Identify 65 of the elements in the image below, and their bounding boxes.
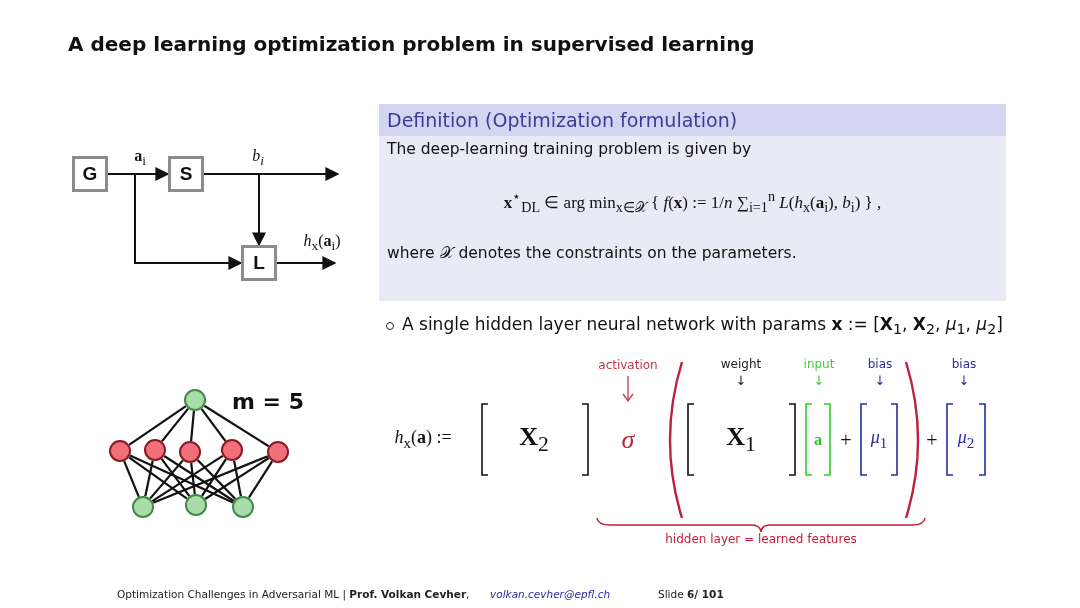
down-arrow-glyph: ↓ bbox=[958, 373, 970, 389]
bullet-text: A single hidden layer neural network with params x := [X$_{1}$, X$_{2}$, μ$_{1}$, μ$_{2}$] bbox=[402, 314, 1003, 338]
neuron-circle bbox=[267, 441, 289, 463]
footer-text: Optimization Challenges in Adversarial ML | Prof. Volkan Cevher, bbox=[117, 589, 470, 601]
definition-heading: Definition (Optimization formulation) bbox=[379, 104, 1006, 136]
connection-line bbox=[247, 460, 274, 499]
connection-line bbox=[203, 404, 270, 448]
connection-line bbox=[149, 459, 184, 500]
annotation: bias bbox=[951, 358, 977, 372]
connection-line bbox=[190, 462, 196, 495]
neuron-circle bbox=[132, 496, 154, 518]
annotation: bias bbox=[867, 358, 893, 372]
connection-line bbox=[151, 454, 224, 503]
math-term: μ$_{1}$ bbox=[870, 428, 888, 452]
brace-label: hidden layer = learned features bbox=[665, 533, 857, 547]
neuron-circle bbox=[144, 439, 166, 461]
block-box: S bbox=[168, 156, 204, 192]
neuron-circle bbox=[232, 496, 254, 518]
connection-line bbox=[201, 458, 227, 497]
connection-line bbox=[200, 408, 227, 442]
connection-line bbox=[190, 410, 195, 442]
connection-line bbox=[129, 454, 234, 504]
definition-box bbox=[379, 104, 1006, 301]
connection-line bbox=[161, 407, 189, 443]
math-term: X$_{2}$ bbox=[519, 423, 549, 457]
connection-line bbox=[128, 456, 188, 500]
definition-text: where 𝒳 denotes the constraints on the parameters. bbox=[387, 244, 798, 263]
math-symbol: σ bbox=[621, 425, 635, 455]
connection-line bbox=[123, 460, 140, 498]
annotation: activation bbox=[598, 359, 658, 373]
down-arrow-glyph: ↓ bbox=[813, 373, 825, 389]
down-arrow-glyph: ↓ bbox=[735, 373, 747, 389]
down-arrow-glyph: ↓ bbox=[874, 373, 886, 389]
neuron-circle bbox=[221, 439, 243, 461]
block-box: L bbox=[241, 245, 277, 281]
definition-text: The deep-learning training problem is given by bbox=[387, 140, 753, 158]
arrow bbox=[107, 173, 243, 270]
math-operator: + bbox=[840, 429, 852, 451]
math-term: μ$_{2}$ bbox=[957, 428, 975, 452]
neuron-circle bbox=[184, 389, 206, 411]
slide-title: A deep learning optimization problem in supervised learning bbox=[68, 32, 755, 56]
formula: x$^{⋆}$$_{DL}$ ∈ arg min$_{x∈𝒳}$ { f(x) := 1/n ∑$_{i=1}$$^{n}$ L(h$_{x}$(a$_{i}$), b$_{i}$) } , bbox=[502, 188, 883, 217]
connection-line bbox=[128, 405, 187, 446]
connection-line bbox=[163, 455, 235, 502]
connection-line bbox=[144, 460, 154, 497]
math-term: a bbox=[814, 431, 822, 449]
neuron-circle bbox=[109, 440, 131, 462]
arrow bbox=[203, 173, 266, 247]
annotation: m = 5 bbox=[232, 389, 304, 415]
connection-line bbox=[233, 460, 242, 497]
connection-line bbox=[196, 459, 237, 500]
neuron-circle bbox=[185, 494, 207, 516]
annotation: input bbox=[803, 358, 835, 372]
neuron-circle bbox=[179, 441, 201, 463]
email-link: volkan.cevher@epfl.ch bbox=[490, 589, 611, 601]
connection-line bbox=[160, 458, 191, 497]
block-box: G bbox=[72, 156, 108, 192]
math-term: h$_{x}$(a) := bbox=[394, 428, 452, 452]
connection-line bbox=[204, 457, 270, 500]
connection-line bbox=[152, 455, 269, 504]
slide-number: Slide 6/ 101 bbox=[658, 589, 724, 601]
annotation: weight bbox=[720, 358, 762, 372]
math-operator: + bbox=[926, 429, 938, 451]
math-term: X$_{1}$ bbox=[726, 423, 756, 457]
arrow bbox=[276, 256, 337, 270]
